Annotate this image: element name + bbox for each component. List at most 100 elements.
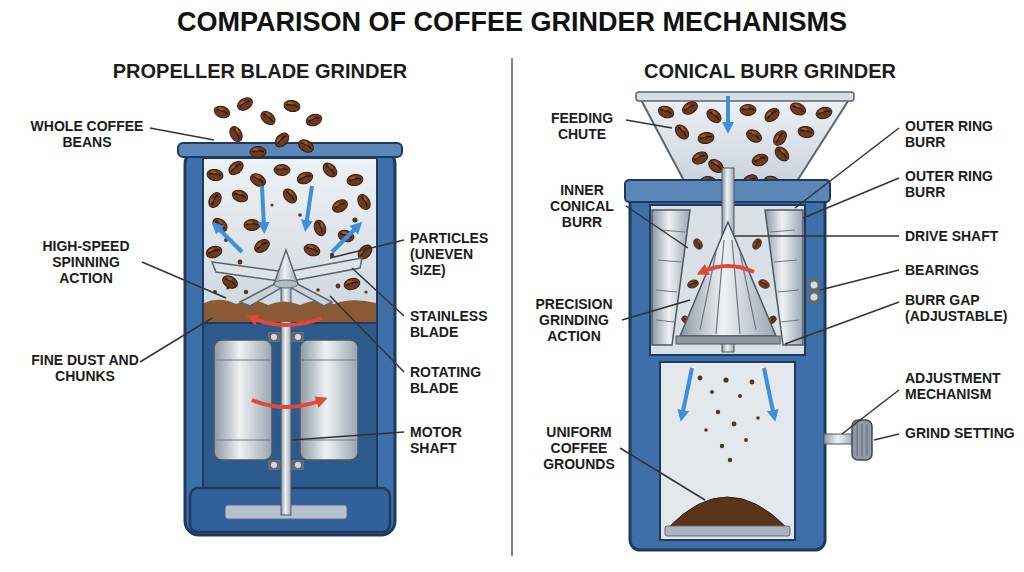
blade-grinder-motor [214, 340, 272, 460]
flow-arrow [682, 96, 774, 416]
rotation-arrow [702, 266, 754, 272]
hopper-beans [815, 106, 833, 121]
burr-beans [757, 278, 771, 290]
leader-line [330, 240, 404, 258]
flow-arrow [262, 186, 264, 228]
hopper-beans [751, 152, 770, 168]
flow-arrow [216, 186, 358, 252]
blade-grinder-motor [295, 462, 301, 468]
hopper-beans [797, 125, 815, 139]
hopper-beans [657, 99, 834, 190]
rotation-arrow [252, 318, 322, 407]
uniform-grounds [665, 497, 790, 536]
hopper-beans [697, 131, 715, 145]
inner-conical-burr [680, 222, 776, 336]
coffee-beans [320, 160, 339, 179]
blade-grinder-housing [178, 143, 402, 157]
burr-beans [692, 237, 704, 251]
hopper-beans [740, 105, 756, 116]
leader-line [626, 120, 672, 128]
part-label: OUTER RING BURR [905, 118, 1020, 150]
burr-beans [686, 278, 699, 289]
part-label: ROTATING BLADE [410, 364, 505, 396]
ground-particles [723, 377, 728, 382]
leader-line [150, 128, 214, 140]
leader-line [620, 448, 705, 500]
leader-line [622, 300, 690, 320]
adjustment-mechanism [824, 434, 854, 444]
hopper-beans [744, 127, 763, 145]
burr-grinder-housing [660, 362, 795, 540]
inner-conical-burr [700, 252, 716, 330]
coffee-beans [252, 237, 271, 255]
fine-dust [364, 290, 367, 293]
flow-arrow [726, 96, 730, 128]
coffee-beans [227, 124, 245, 143]
part-label: OUTER RING BURR [905, 168, 1020, 200]
fine-dust [204, 203, 376, 322]
coffee-beans [244, 220, 260, 231]
fine-dust [298, 213, 302, 217]
blade-grinder-motor [271, 462, 277, 468]
part-label: ADJUSTMENT MECHANISM [905, 370, 1020, 402]
leader-line [735, 235, 899, 237]
ground-particles [704, 428, 708, 432]
coffee-beans [205, 244, 224, 260]
leader-line [140, 318, 212, 362]
coffee-beans [283, 99, 301, 113]
bearings [811, 294, 818, 301]
coffee-beans [281, 186, 300, 205]
coffee-beans [231, 188, 250, 204]
coffee-beans [248, 171, 267, 189]
part-label: FEEDING CHUTE [540, 110, 624, 142]
flow-arrow [216, 226, 242, 252]
ground-particles [738, 394, 742, 398]
coffee-beans [330, 197, 349, 215]
hopper-beans [657, 104, 676, 120]
inner-conical-burr [676, 222, 780, 344]
hopper-beans [772, 144, 791, 163]
flow-arrow [332, 226, 358, 252]
ground-particles [744, 438, 748, 442]
coffee-beans [274, 165, 290, 176]
ground-particles [716, 410, 720, 414]
coffee-beans [226, 159, 245, 178]
adjustment-mechanism [857, 424, 858, 456]
leader-line [842, 390, 899, 434]
part-label: PRECISION GRINDING ACTION [525, 296, 623, 344]
hopper-beans [762, 106, 781, 125]
stainless-blade [212, 250, 362, 306]
blade-grinder-motor [271, 334, 277, 340]
coffee-beans [206, 168, 224, 182]
stainless-blade [274, 280, 298, 288]
part-label: BEARINGS [905, 262, 1020, 278]
inner-conical-burr [676, 336, 780, 344]
part-label: MOTOR SHAFT [410, 424, 505, 456]
outer-ring-burr [658, 260, 681, 262]
coffee-beans [206, 190, 224, 209]
outer-ring-burr [781, 320, 799, 322]
outer-ring-burr [774, 260, 797, 262]
coffee-beans [258, 109, 277, 128]
panel-heading: PROPELLER BLADE GRINDER [40, 60, 480, 82]
panel-divider [511, 58, 513, 556]
coffee-beans [312, 219, 328, 238]
ground-particles [750, 380, 755, 385]
adjustment-mechanism [867, 424, 868, 456]
coffee-beans [213, 104, 232, 120]
part-label: HIGH-SPEED SPINNING ACTION [30, 238, 142, 286]
feeding-chute [636, 92, 854, 192]
blade-grinder-housing [178, 143, 402, 535]
stainless-blade [274, 250, 298, 284]
uniform-grounds [665, 526, 790, 536]
adjustment-mechanism [862, 424, 863, 456]
hopper-beans [788, 101, 807, 118]
coffee-beans [272, 130, 291, 149]
rotation-arrow [702, 266, 754, 272]
fine-dust [244, 290, 248, 294]
leader-line [803, 178, 899, 218]
leader-line [292, 432, 404, 440]
coffee-beans [346, 173, 364, 187]
ground-particles [728, 458, 732, 462]
coffee-beans [343, 277, 361, 292]
